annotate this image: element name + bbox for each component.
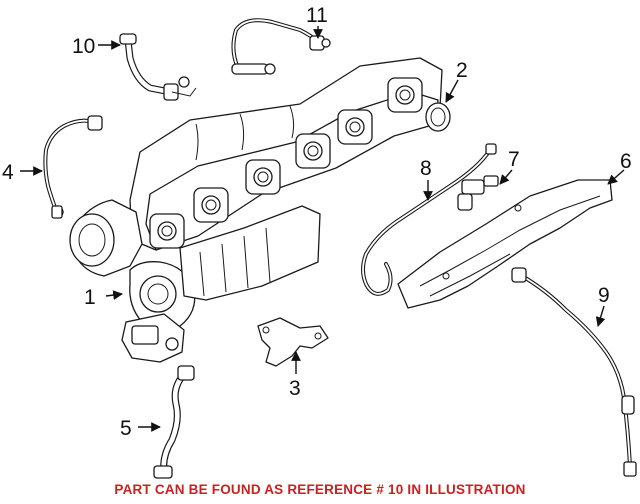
callout-10: 10 — [72, 35, 95, 58]
callout-8: 8 — [420, 157, 432, 180]
hose-part-10 — [119, 33, 197, 101]
callout-4: 4 — [2, 161, 14, 184]
reference-note: PART CAN BE FOUND AS REFERENCE # 10 IN I… — [114, 482, 526, 497]
exhaust-manifold — [129, 57, 443, 251]
sensor-wire-part-8 — [361, 143, 497, 296]
oil-line-part-4 — [43, 115, 103, 219]
sensor-part-7 — [457, 175, 499, 211]
bracket-part-3 — [257, 317, 329, 367]
pipe-part-11 — [231, 18, 331, 75]
gasket-part-2 — [425, 102, 451, 132]
callout-11: 11 — [306, 4, 328, 27]
sensor-wire-part-9 — [511, 267, 637, 477]
leader-lines — [20, 26, 625, 432]
callout-6: 6 — [620, 150, 632, 173]
return-hose-part-5 — [153, 365, 195, 479]
callout-labels: 1 2 3 4 5 6 7 8 9 10 11 — [2, 4, 632, 440]
callout-2: 2 — [456, 59, 468, 82]
heat-shield-part-6 — [397, 179, 613, 309]
callout-7: 7 — [508, 148, 520, 171]
turbocharger-part-1 — [69, 199, 321, 363]
callout-1: 1 — [84, 286, 96, 309]
callout-5: 5 — [120, 417, 132, 440]
callout-3: 3 — [289, 377, 301, 400]
callout-9: 9 — [598, 284, 610, 307]
